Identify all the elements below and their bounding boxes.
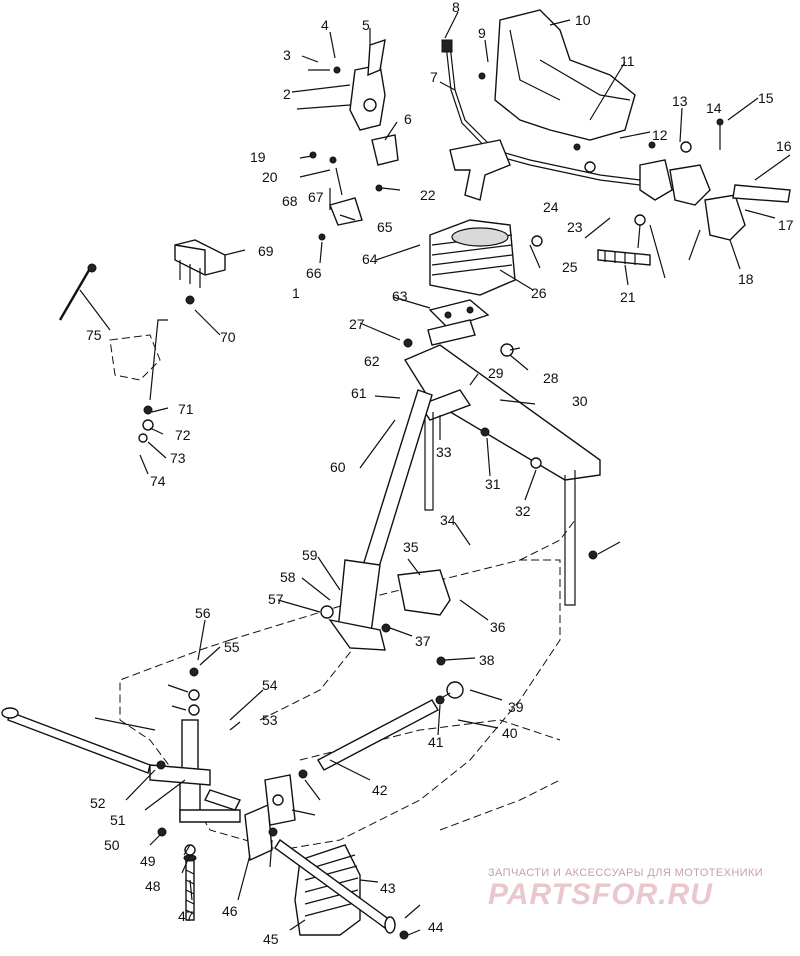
callout-5: 5 [362, 17, 370, 33]
callout-58: 58 [280, 569, 296, 585]
callout-50: 50 [104, 837, 120, 853]
callout-59: 59 [302, 547, 318, 563]
callout-23: 23 [567, 219, 583, 235]
callout-3: 3 [283, 47, 291, 63]
callout-15: 15 [758, 90, 774, 106]
callout-12: 12 [652, 127, 668, 143]
callout-30: 30 [572, 393, 588, 409]
callout-68: 68 [282, 193, 298, 209]
callout-labels: 1 2 3 4 5 6 7 8 9 10 11 12 13 14 15 16 1… [86, 0, 794, 947]
callout-69: 69 [258, 243, 274, 259]
callout-43: 43 [380, 880, 396, 896]
callout-17: 17 [778, 217, 794, 233]
diagram-drawing [1, 9, 791, 940]
callout-42: 42 [372, 782, 388, 798]
callout-40: 40 [502, 725, 518, 741]
callout-57: 57 [268, 591, 284, 607]
callout-65: 65 [377, 219, 393, 235]
callout-21: 21 [620, 289, 636, 305]
callout-33: 33 [436, 444, 452, 460]
callout-4: 4 [321, 17, 329, 33]
callout-24: 24 [543, 199, 559, 215]
callout-60: 60 [330, 459, 346, 475]
callout-47: 47 [178, 908, 194, 924]
watermark-tagline: ЗАПЧАСТИ И АКСЕССУАРЫ ДЛЯ МОТОТЕХНИКИ [488, 867, 763, 879]
callout-13: 13 [672, 93, 688, 109]
watermark: ЗАПЧАСТИ И АКСЕССУАРЫ ДЛЯ МОТОТЕХНИКИ PA… [488, 867, 763, 911]
callout-16: 16 [776, 138, 792, 154]
callout-1: 1 [292, 285, 300, 301]
callout-64: 64 [362, 251, 378, 267]
callout-26: 26 [531, 285, 547, 301]
callout-36: 36 [490, 619, 506, 635]
callout-7: 7 [430, 69, 438, 85]
callout-6: 6 [404, 111, 412, 127]
callout-70: 70 [220, 329, 236, 345]
callout-53: 53 [262, 712, 278, 728]
callout-39: 39 [508, 699, 524, 715]
callout-18: 18 [738, 271, 754, 287]
callout-28: 28 [543, 370, 559, 386]
callout-41: 41 [428, 734, 444, 750]
callout-34: 34 [440, 512, 456, 528]
callout-22: 22 [420, 187, 436, 203]
callout-74: 74 [150, 473, 166, 489]
callout-25: 25 [562, 259, 578, 275]
callout-67: 67 [308, 189, 324, 205]
callout-27: 27 [349, 316, 365, 332]
callout-29: 29 [488, 365, 504, 381]
callout-51: 51 [110, 812, 126, 828]
callout-19: 19 [250, 149, 266, 165]
callout-49: 49 [140, 853, 156, 869]
callout-75: 75 [86, 327, 102, 343]
callout-63: 63 [392, 288, 408, 304]
callout-37: 37 [415, 633, 431, 649]
callout-32: 32 [515, 503, 531, 519]
callout-10: 10 [575, 12, 591, 28]
callout-71: 71 [178, 401, 194, 417]
callout-48: 48 [145, 878, 161, 894]
callout-66: 66 [306, 265, 322, 281]
callout-31: 31 [485, 476, 501, 492]
callout-8: 8 [452, 0, 460, 15]
callout-72: 72 [175, 427, 191, 443]
callout-45: 45 [263, 931, 279, 947]
callout-56: 56 [195, 605, 211, 621]
callout-52: 52 [90, 795, 106, 811]
callout-20: 20 [262, 169, 278, 185]
callout-55: 55 [224, 639, 240, 655]
callout-14: 14 [706, 100, 722, 116]
callout-9: 9 [478, 25, 486, 41]
callout-61: 61 [351, 385, 367, 401]
callout-11: 11 [620, 53, 635, 69]
callout-46: 46 [222, 903, 238, 919]
watermark-logo: PARTSFOR.RU [488, 878, 713, 911]
callout-35: 35 [403, 539, 419, 555]
callout-73: 73 [170, 450, 186, 466]
callout-44: 44 [428, 919, 444, 935]
callout-62: 62 [364, 353, 380, 369]
callout-54: 54 [262, 677, 278, 693]
callout-38: 38 [479, 652, 495, 668]
callout-2: 2 [283, 86, 291, 102]
